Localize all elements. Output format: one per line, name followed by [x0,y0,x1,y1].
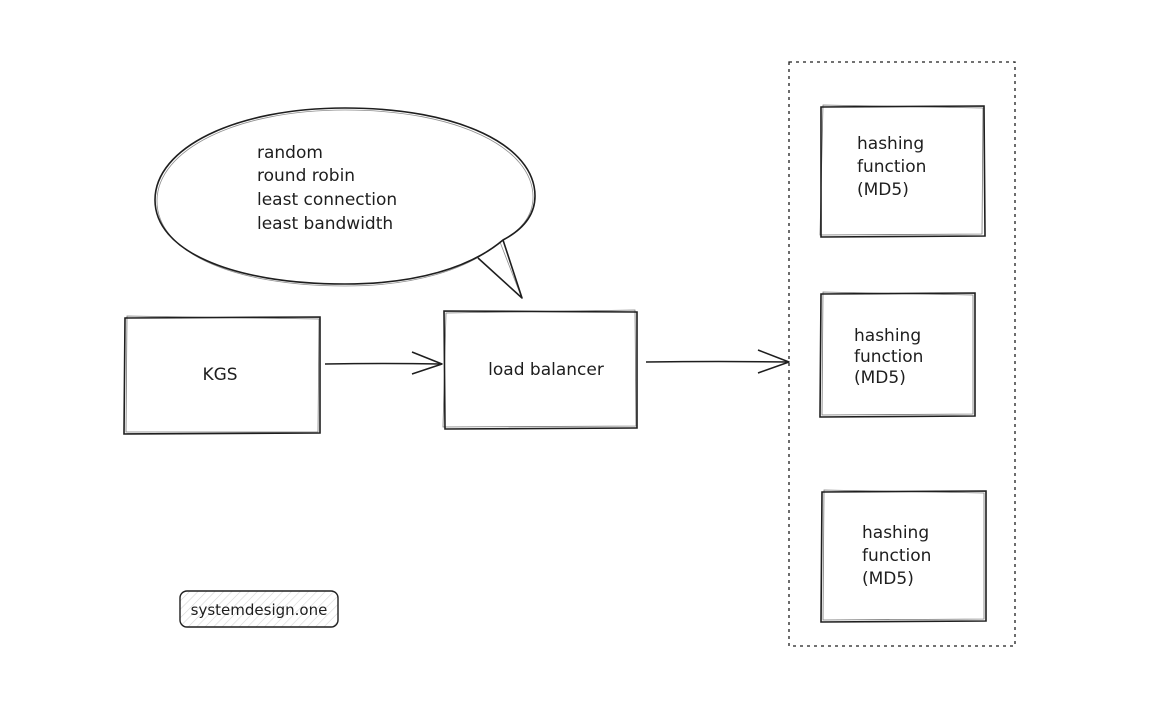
bubble-line-3: least connection [257,190,397,210]
arrow-kgs-to-load-balancer [324,351,443,375]
watermark-text: systemdesign.one [191,601,328,619]
hash-1-line-2: function [857,157,926,177]
hash-1-line-1: hashing [857,134,924,154]
bubble-line-4: least bandwidth [257,214,393,234]
kgs-node: KGS [123,315,321,435]
speech-bubble: random round robin least connection leas… [154,107,536,299]
hash-2-line-3: (MD5) [854,368,906,388]
hash-group-container [788,61,1016,647]
bubble-line-2: round robin [257,166,355,186]
hash-2-line-2: function [854,347,923,367]
load-balancer-label: load balancer [488,360,604,380]
hash-function-node-2: hashing function (MD5) [819,291,976,418]
hash-3-line-1: hashing [862,523,929,543]
load-balancer-node: load balancer [442,309,638,430]
watermark-badge: systemdesign.one [179,590,339,628]
hash-function-node-3: hashing function (MD5) [820,489,987,623]
hash-2-line-1: hashing [854,326,921,346]
hash-function-node-1: hashing function (MD5) [819,104,986,238]
arrow-load-balancer-to-hash-group [645,349,790,374]
bubble-line-1: random [257,143,323,163]
kgs-label: KGS [202,365,237,385]
hash-3-line-3: (MD5) [862,569,914,589]
hash-3-line-2: function [862,546,931,566]
hash-1-line-3: (MD5) [857,180,909,200]
